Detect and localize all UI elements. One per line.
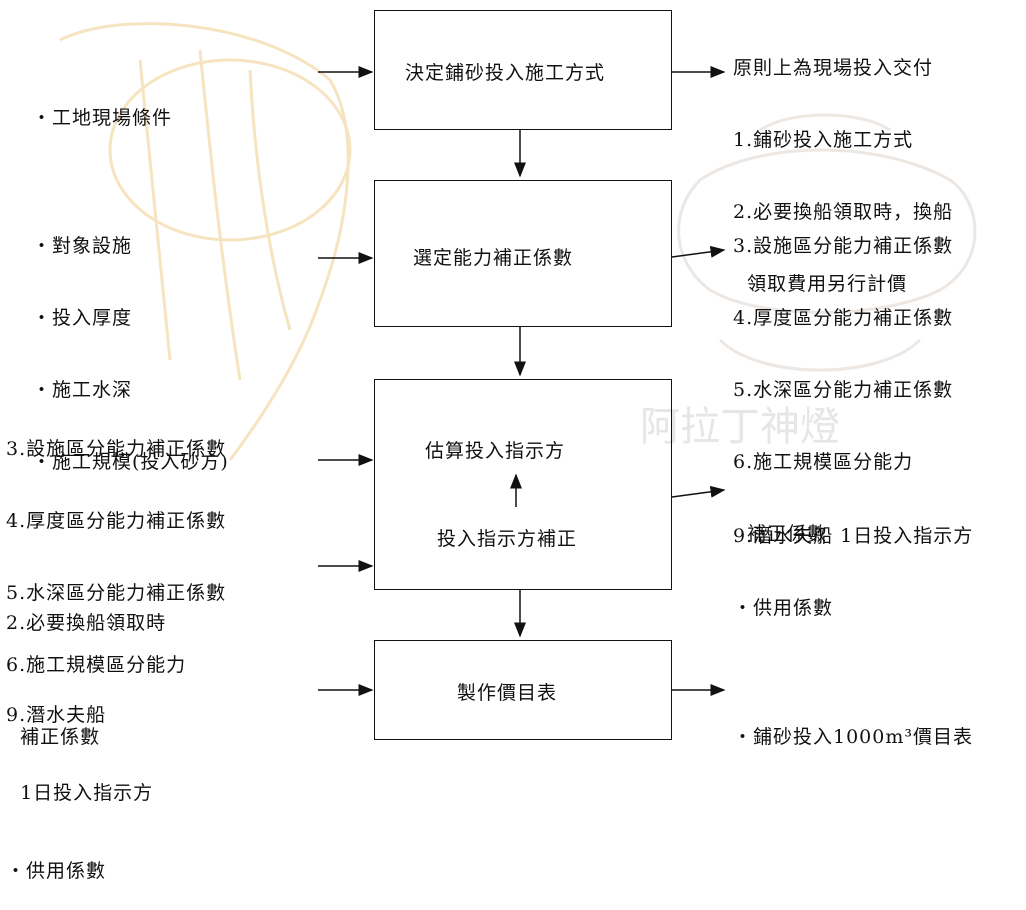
input-item: ・供用係數 (6, 860, 107, 882)
output-list-3: 9.潛水夫船 1日投入指示方 ・供用係數 (733, 476, 973, 644)
arrow-output-3 (671, 485, 726, 498)
process-box-correction-label: 投入指示方補正 (437, 528, 578, 550)
input-item: ・投入厚度 (32, 307, 133, 329)
output-list-2: 3.設施區分能力補正係數 4.厚度區分能力補正係數 5.水深區分能力補正係數 6… (733, 186, 953, 570)
arrow-output-2 (671, 245, 726, 258)
process-box-estimate-label: 估算投入指示方 (425, 440, 566, 462)
watermark-illustration: 阿拉丁神燈 (59, 22, 977, 461)
input-item: 1日投入指示方 (6, 782, 154, 804)
output-list-1: 原則上為現場投入交付 1.鋪砂投入施工方式 2.必要換船領取時，換船 領取費用另… (733, 8, 953, 320)
input-item: ・對象設施 (32, 235, 133, 257)
input-list-3b: 2.必要換船領取時 (6, 563, 166, 659)
process-box-select-coefficient: 選定能力補正係數 (374, 180, 672, 327)
flow-arrows (318, 66, 726, 696)
input-item: 9.潛水夫船 (6, 704, 107, 726)
output-item: 補正係數 (733, 523, 828, 545)
input-list-4: 9.潛水夫船 1日投入指示方 ・供用係數 (6, 650, 153, 910)
input-list-2: ・對象設施 ・投入厚度 ・施工水深 ・施工規模(投入砂方) (32, 186, 229, 498)
process-box-estimate: 估算投入指示方 投入指示方補正 (374, 379, 672, 590)
input-item: 3.設施區分能力補正係數 (6, 438, 227, 460)
input-item: 5.水深區分能力補正係數 (6, 582, 227, 604)
output-item: 9.潛水夫船 1日投入指示方 (733, 525, 974, 547)
process-box-decide-method: 決定鋪砂投入施工方式 (374, 10, 672, 130)
input-list-1: ・工地現場條件 (32, 58, 172, 154)
output-item: 1.鋪砂投入施工方式 (733, 129, 914, 151)
process-box-price-table: 製作價目表 (374, 640, 672, 740)
output-item: 3.設施區分能力補正係數 (733, 235, 954, 257)
input-item: ・施工水深 (32, 379, 133, 401)
output-item: 領取費用另行計價 (733, 273, 908, 295)
output-item: 6.施工規模區分能力 (733, 451, 914, 473)
process-box-select-coefficient-label: 選定能力補正係數 (413, 247, 574, 269)
input-item: 2.必要換船領取時 (6, 612, 167, 634)
output-item: 4.厚度區分能力補正係數 (733, 307, 954, 329)
output-item: 原則上為現場投入交付 (733, 57, 934, 79)
input-item: 6.施工規模區分能力 (6, 654, 187, 676)
output-item: ・供用係數 (733, 597, 834, 619)
output-item: ・鋪砂投入1000m³價目表 (733, 726, 973, 748)
output-item: 5.水深區分能力補正係數 (733, 379, 954, 401)
process-box-decide-method-label: 決定鋪砂投入施工方式 (405, 62, 606, 84)
output-item: 2.必要換船領取時，換船 (733, 201, 954, 223)
process-box-price-table-label: 製作價目表 (457, 682, 558, 704)
output-list-4: ・鋪砂投入1000m³價目表 (733, 677, 973, 773)
watermark-text: 阿拉丁神燈 (640, 404, 840, 450)
input-item: ・工地現場條件 (32, 107, 173, 129)
input-item: 4.厚度區分能力補正係數 (6, 510, 227, 532)
input-item: ・施工規模(投入砂方) (32, 451, 229, 473)
